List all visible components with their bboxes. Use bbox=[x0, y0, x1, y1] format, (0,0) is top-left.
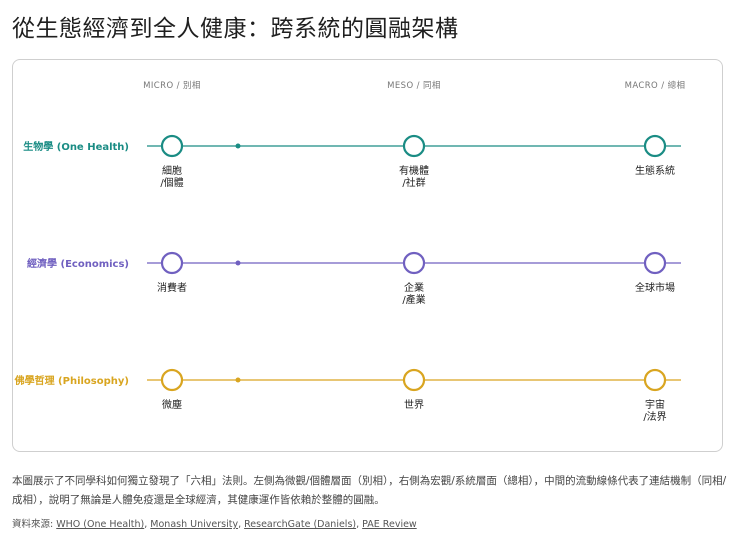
node-label: 微塵 bbox=[162, 398, 182, 411]
level-node bbox=[643, 368, 667, 392]
node-label: 宇宙 bbox=[645, 398, 665, 411]
sources-line: 資料來源: WHO (One Health), Monash Universit… bbox=[12, 519, 417, 530]
level-node bbox=[643, 134, 667, 158]
node-label: 細胞 bbox=[162, 164, 182, 177]
node-label: /產業 bbox=[402, 293, 425, 306]
node-label: 有機體 bbox=[399, 164, 429, 177]
row-label: 經濟學 (Economics) bbox=[27, 257, 129, 270]
row-label: 佛學哲理 (Philosophy) bbox=[14, 374, 129, 387]
source-link-researchgate[interactable]: ResearchGate (Daniels) bbox=[244, 519, 357, 530]
level-node bbox=[643, 251, 667, 275]
source-link-who[interactable]: WHO (One Health) bbox=[56, 519, 145, 530]
level-node bbox=[160, 134, 184, 158]
node-label: 全球市場 bbox=[635, 281, 675, 294]
node-label: /個體 bbox=[160, 176, 183, 189]
sources-prefix: 資料來源: bbox=[12, 519, 57, 530]
level-node bbox=[160, 368, 184, 392]
page-title: 從生態經濟到全人健康：跨系統的圓融架構 bbox=[12, 16, 459, 42]
node-label: 生態系統 bbox=[635, 164, 675, 177]
node-label: 企業 bbox=[404, 281, 424, 294]
scale-label: MESO / 同相 bbox=[387, 80, 441, 91]
node-label: /社群 bbox=[402, 176, 425, 189]
figure-caption: 本圖展示了不同學科如何獨立發現了「六相」法則。左側為微觀/個體層面（別相），右側… bbox=[12, 475, 727, 506]
level-node bbox=[402, 251, 426, 275]
source-link-monash[interactable]: Monash University bbox=[150, 519, 239, 530]
node-label: 世界 bbox=[404, 399, 424, 411]
diagram-panel: MICRO / 別相 MESO / 同相 MACRO / 總相生物學 (One He… bbox=[12, 59, 723, 452]
flow-dot bbox=[235, 260, 241, 266]
level-node bbox=[402, 134, 426, 158]
node-label: /法界 bbox=[643, 410, 666, 423]
flow-dot bbox=[235, 143, 241, 149]
level-node bbox=[402, 368, 426, 392]
source-link-pae-review[interactable]: PAE Review bbox=[362, 519, 417, 530]
level-node bbox=[160, 251, 184, 275]
node-label: 消費者 bbox=[157, 281, 187, 294]
scale-label: MACRO / 總相 bbox=[625, 80, 686, 91]
row-label: 生物學 (One Health) bbox=[23, 140, 129, 153]
flow-dot bbox=[235, 377, 241, 383]
scale-label: MICRO / 別相 bbox=[143, 80, 201, 91]
